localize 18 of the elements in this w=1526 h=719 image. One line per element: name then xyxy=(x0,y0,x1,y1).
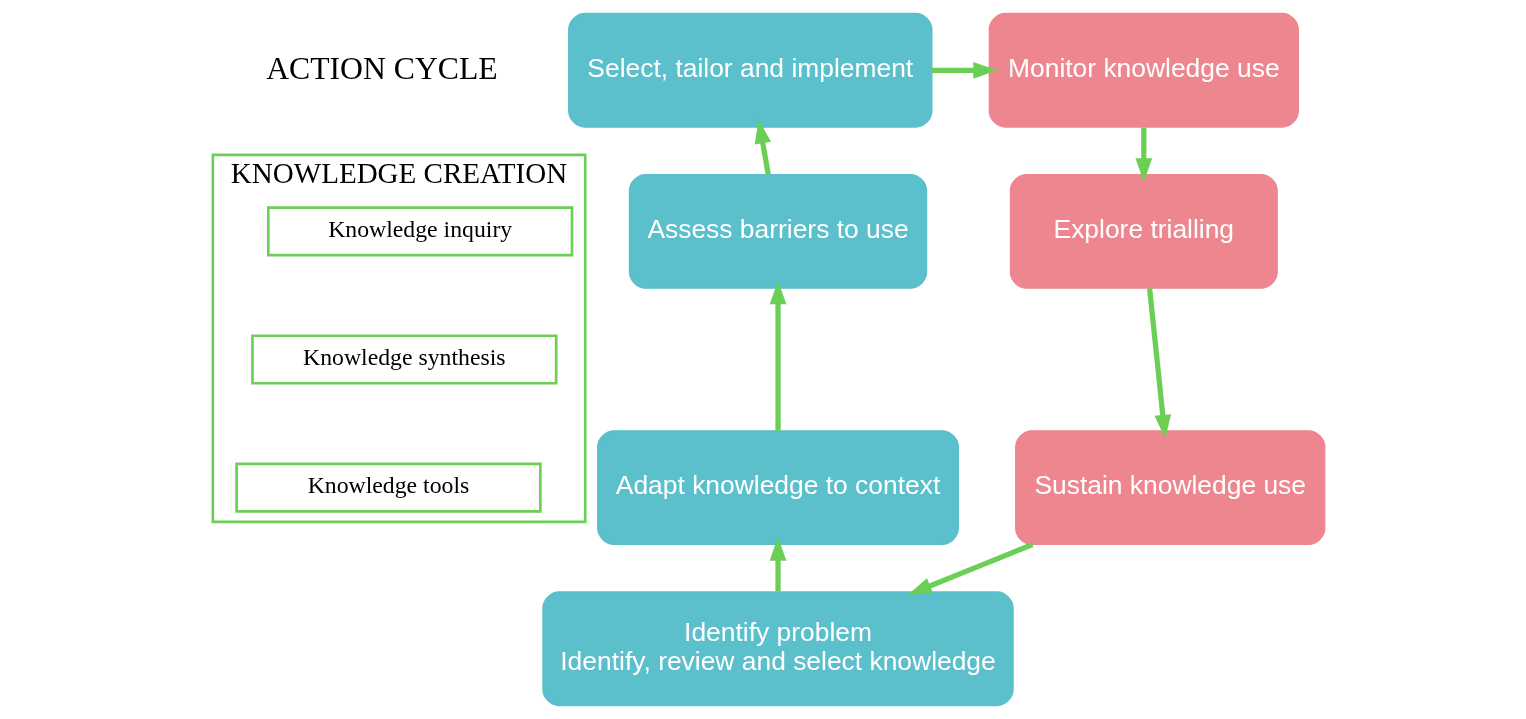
node-box: Sustain knowledge use xyxy=(1014,430,1325,546)
arrow xyxy=(769,536,786,592)
node-box: Knowledge inquiry xyxy=(266,206,573,257)
node-box: Explore trialling xyxy=(1009,173,1278,289)
node-box: Adapt knowledge to context xyxy=(596,430,959,546)
node-box: Identify problem Identify, review and select knowledge xyxy=(541,591,1014,707)
arrow xyxy=(754,119,771,175)
arrow xyxy=(1134,127,1152,183)
node-box: Monitor knowledge use xyxy=(988,12,1299,128)
label: ACTION CYCLE xyxy=(265,50,498,86)
arrow xyxy=(769,280,786,431)
node-box: Knowledge synthesis xyxy=(250,334,557,385)
arrow xyxy=(907,542,1033,595)
arrow xyxy=(931,61,997,79)
node-box: Assess barriers to use xyxy=(628,173,927,289)
node-box: Select, tailor and implement xyxy=(567,12,933,128)
arrow xyxy=(1146,288,1171,439)
node-box: Knowledge tools xyxy=(234,462,542,513)
